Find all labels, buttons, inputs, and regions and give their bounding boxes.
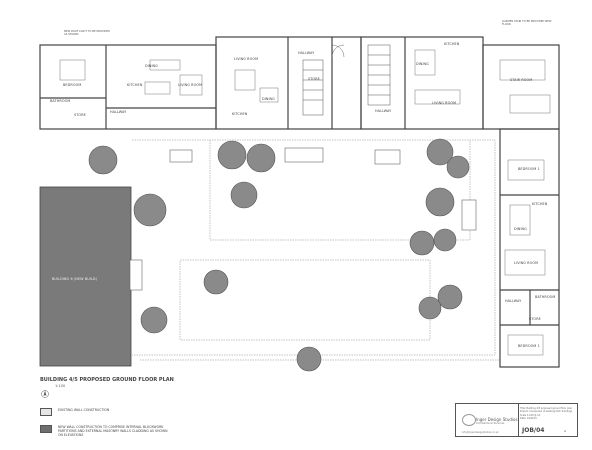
title-block: Inger Design Studios Architectural Servi… bbox=[455, 403, 578, 437]
title-block-divider bbox=[518, 404, 519, 436]
room-label: KITCHEN bbox=[127, 83, 143, 87]
room-label: DINING bbox=[262, 97, 275, 101]
trees bbox=[88, 138, 470, 372]
room-label: HALLWAY bbox=[298, 51, 315, 55]
room-label: DINING bbox=[514, 227, 527, 231]
detail-line: Date: 01/2014 bbox=[520, 417, 537, 421]
room-label: LIVING ROOM bbox=[514, 261, 539, 265]
building-label: BUILDING 6 (NEW BUILD) bbox=[52, 277, 98, 281]
detail-line: Scale 1:100 @ A3 bbox=[520, 413, 541, 417]
title-block-details: Title: Building 4/5 proposed ground floo… bbox=[520, 407, 572, 421]
company-email: info@ingerdesignstudios.co.uk bbox=[462, 431, 499, 434]
room-label: STORE bbox=[74, 113, 86, 117]
room-label: STORE bbox=[308, 77, 320, 81]
room-label: DINING bbox=[416, 62, 429, 66]
room-label: HALLWAY bbox=[110, 110, 127, 114]
legend-label: EXISTING WALL CONSTRUCTION bbox=[58, 408, 110, 412]
room-label: STAIR ROOM bbox=[510, 78, 533, 82]
stairs bbox=[302, 44, 391, 116]
legend-label: NEW WALL CONSTRUCTION TO COMPRISE INTERN… bbox=[58, 425, 168, 437]
detail-line: Title: Building 4/5 proposed ground floo… bbox=[520, 407, 573, 410]
detail-line: Project: Conversion of existing farm bui… bbox=[520, 410, 573, 414]
annotation-note: NEW ROOF LIGHT TO BE PROVIDED AS SHOWN bbox=[64, 30, 110, 37]
room-label: LIVING ROOM bbox=[178, 83, 203, 87]
drawing-number: JOB/04 bbox=[522, 427, 545, 434]
room-label: BEDROOM 1 bbox=[518, 167, 540, 171]
room-label: KITCHEN bbox=[532, 202, 548, 206]
room-label: KITCHEN bbox=[444, 42, 460, 46]
furniture bbox=[59, 49, 551, 356]
company-logo-icon bbox=[462, 414, 476, 426]
room-label: BEDROOM bbox=[63, 83, 82, 87]
patio-tables bbox=[129, 147, 477, 291]
legend-swatch bbox=[40, 425, 52, 433]
room-label: BATHROOM bbox=[50, 99, 71, 103]
room-label: BATHROOM bbox=[535, 295, 556, 299]
drawing-scale: 1:100 bbox=[55, 384, 66, 388]
legend-item: NEW WALL CONSTRUCTION TO COMPRISE INTERN… bbox=[40, 425, 173, 437]
doors bbox=[331, 44, 345, 58]
room-label: STORE bbox=[529, 317, 541, 321]
room-label: LIVING ROOM bbox=[432, 101, 457, 105]
legend-item: EXISTING WALL CONSTRUCTION bbox=[40, 408, 109, 416]
company-subtitle: Architectural Services bbox=[476, 422, 505, 425]
room-label: BEDROOM 1 bbox=[518, 344, 540, 348]
legend-swatch bbox=[40, 408, 52, 416]
company-name: Inger Design Studios bbox=[476, 417, 518, 422]
room-label: HALLWAY bbox=[505, 299, 522, 303]
east-wing-walls bbox=[499, 128, 560, 368]
room-label: KITCHEN bbox=[232, 112, 248, 116]
room-label: LIVING ROOM bbox=[234, 57, 259, 61]
revision-label: A bbox=[564, 429, 567, 433]
new-building-block bbox=[39, 186, 132, 367]
room-label: HALLWAY bbox=[375, 109, 392, 113]
annotation-note: GARDEN STAIR TO BE PROVIDED NEW FLOOR bbox=[502, 20, 552, 27]
north-arrow-icon bbox=[41, 390, 49, 398]
room-label: DINING bbox=[145, 64, 158, 68]
drawing-title: BUILDING 4/5 PROPOSED GROUND FLOOR PLAN bbox=[40, 377, 174, 383]
